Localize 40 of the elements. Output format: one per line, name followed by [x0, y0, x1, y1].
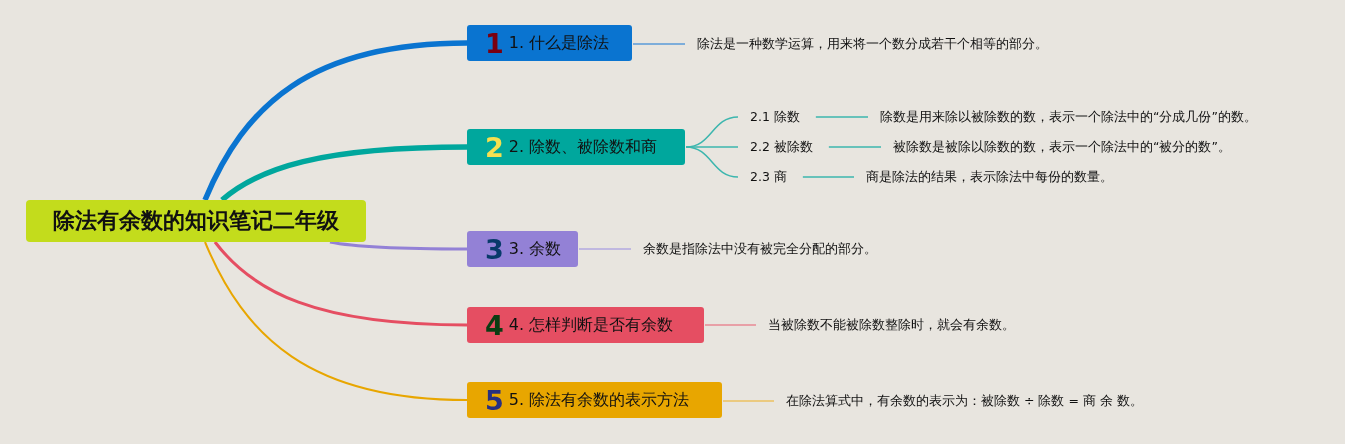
topic-box [467, 307, 704, 343]
topic-title: 2. 除数、被除数和商 [508, 136, 658, 158]
topic-box [467, 129, 685, 165]
branch-line [815, 116, 869, 118]
branch-line [828, 146, 882, 148]
branch-line [202, 40, 468, 202]
branch-line [204, 241, 468, 401]
branch-line [704, 324, 757, 326]
branch-line [213, 241, 468, 327]
topic-title: 1. 什么是除法 [508, 32, 610, 54]
subtopic-label: 2.2 被除数 [750, 138, 813, 156]
branch-line [220, 144, 468, 203]
branch-line [722, 400, 775, 402]
topic-box [467, 25, 632, 61]
topic-number: 1 [485, 27, 504, 59]
branch-line [802, 176, 855, 178]
topic-box [467, 231, 578, 267]
branch-line [329, 240, 467, 251]
topic-number: 5 [485, 384, 504, 416]
topic-number: 2 [485, 131, 504, 163]
description-text: 被除数是被除以除数的数，表示一个除法中的“被分的数”。 [893, 138, 1231, 156]
topic-box [467, 382, 722, 418]
topic-title: 4. 怎样判断是否有余数 [508, 314, 674, 336]
branch-line [632, 43, 686, 45]
subtopic-label: 2.1 除数 [750, 108, 800, 126]
description-text: 在除法算式中，有余数的表示为：被除数 ÷ 除数 = 商 余 数。 [786, 392, 1143, 410]
description-text: 除法是一种数学运算，用来将一个数分成若干个相等的部分。 [697, 35, 1048, 53]
description-text: 余数是指除法中没有被完全分配的部分。 [643, 240, 877, 258]
central-topic-title: 除法有余数的知识笔记二年级 [53, 207, 339, 235]
topic-title: 3. 余数 [508, 238, 562, 260]
branch-line [578, 248, 632, 250]
description-text: 商是除法的结果，表示除法中每份的数量。 [866, 168, 1113, 186]
topic-title: 5. 除法有余数的表示方法 [508, 389, 690, 411]
branch-line [685, 146, 739, 178]
topic-number: 4 [485, 309, 504, 341]
topic-number: 3 [485, 233, 504, 265]
subtopic-label: 2.3 商 [750, 168, 787, 186]
description-text: 当被除数不能被除数整除时，就会有余数。 [768, 316, 1015, 334]
central-topic-box [26, 200, 366, 242]
description-text: 除数是用来除以被除数的数，表示一个除法中的“分成几份”的数。 [880, 108, 1257, 126]
